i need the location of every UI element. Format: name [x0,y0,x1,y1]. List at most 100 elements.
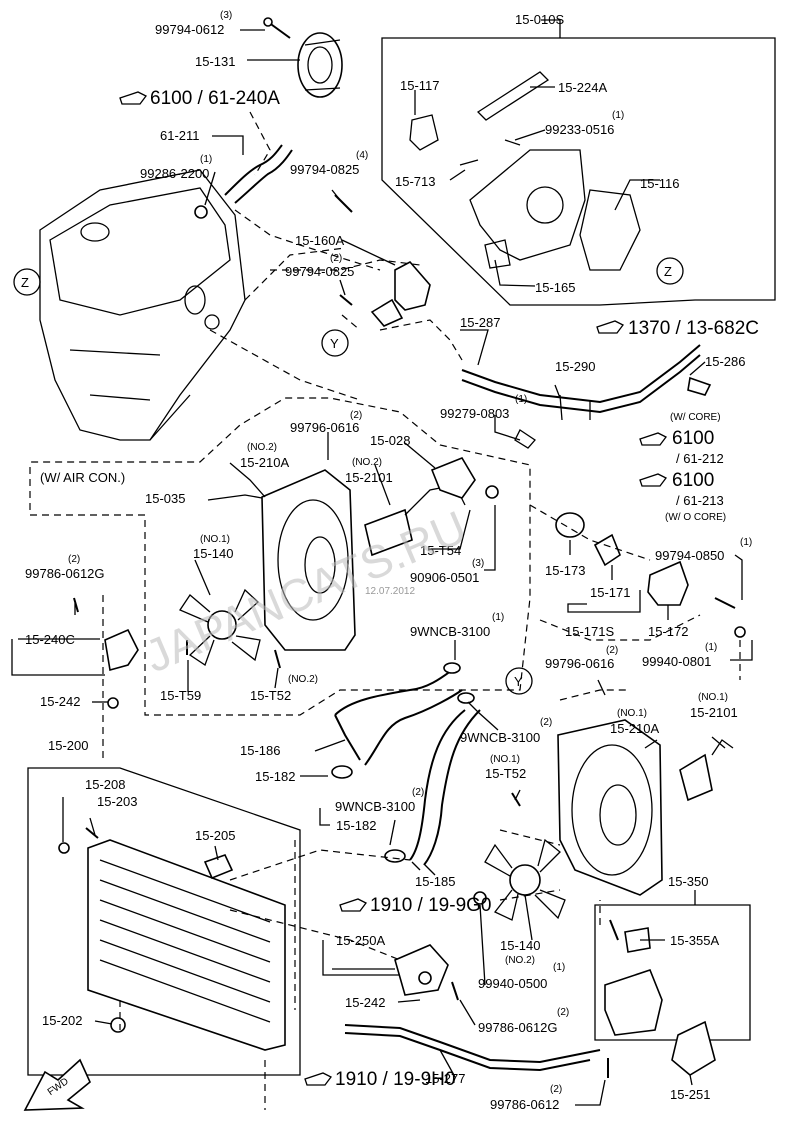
part-labels: (3) 99794-0612 15-131 6100 / 61-240A 61-… [25,10,759,1112]
part-number-label: 99286-2200 [140,166,209,181]
part-number-label: 15-210A [240,455,289,470]
part-number-label: 99794-0825 [285,264,354,279]
note-label: (NO.1) [698,692,728,703]
qty-label: (3) [220,10,232,21]
part-number-label: 15-171S [565,624,614,639]
qty-label: (1) [515,394,527,405]
part-number-label: 99794-0612 [155,22,224,37]
part-number-label: 15-240C [25,632,75,647]
part-number-label: 15-186 [240,743,280,758]
part-number-label: 15-250A [336,933,385,948]
part-number-label: 15-2101 [690,705,738,720]
thermostat-parts [555,512,746,638]
hand-icon-1370 [596,320,624,334]
fwd-arrow: FWD [23,1058,91,1111]
note-label: (W/ AIR CON.) [40,470,125,485]
ref-link-label: 1910 / 19-9G0 [370,895,491,916]
svg-text:Z: Z [664,264,672,279]
ref-circle-z-right: Z [656,257,684,285]
part-number-label: 15-035 [145,491,185,506]
qty-label: (1) [200,154,212,165]
part-number-label: 15-140 [193,546,233,561]
part-number-label: 99796-0616 [545,656,614,671]
part-number-label: 15-140 [500,938,540,953]
part-number-label: 15-165 [535,280,575,295]
water-pump-pulley [297,32,343,98]
reservoir-box [594,904,751,1041]
fan-shroud-no1 [557,719,663,896]
part-number-label: 99786-0612G [25,566,105,581]
water-pipe [461,344,712,449]
ref-circle-y-mid: Y [505,667,533,695]
part-number-label: 15-355A [670,933,719,948]
hand-icon-6100-b [639,473,667,487]
part-number-label: 99796-0616 [290,420,359,435]
bracket-15-251 [607,1020,716,1078]
part-number-label: 15-T52 [250,688,291,703]
part-number-label: 15-200 [48,738,88,753]
qty-label: (1) [740,537,752,548]
note-label: (NO.2) [505,955,535,966]
qty-label: (1) [705,642,717,653]
part-number-label: 99279-0803 [440,406,509,421]
fan-motor-no2 [364,457,499,557]
ref-z-text: Z [21,275,29,290]
part-number-label: 15-T59 [160,688,201,703]
part-number-label: 99940-0801 [642,654,711,669]
qty-label: (2) [557,1007,569,1018]
hand-icon-6100-a [639,432,667,446]
radiator [58,827,286,1051]
part-number-label: 15-182 [336,818,376,833]
part-number-label: 61-211 [160,128,200,143]
part-number-label: 99794-0825 [290,162,359,177]
ref-link-label: 1910 / 19-9H0 [335,1069,455,1090]
qty-label: (3) [472,558,484,569]
overflow-hose [344,1024,601,1072]
qty-label: (1) [553,962,565,973]
fan-blade-no2 [473,792,566,921]
part-number-label: 15-210A [610,721,659,736]
part-number-label: 15-290 [555,359,595,374]
ref-circle-y-top: Y [321,329,349,357]
qty-label: (2) [330,253,342,264]
note-label: (NO.1) [617,708,647,719]
note-label: (NO.2) [247,442,277,453]
ref-link-label: 6100 [672,428,714,449]
radiator-hose-lower [409,709,481,866]
qty-label: (2) [412,787,424,798]
svg-text:Y: Y [330,336,339,351]
radiator-hose-upper [334,667,463,766]
note-label: (NO.2) [352,457,382,468]
part-number-label: 15-116 [640,176,680,191]
hose-clamps [331,662,475,863]
ref-link-label: 6100 / 61-240A [150,88,280,109]
note-label: (NO.1) [200,534,230,545]
air-con-region [29,397,531,716]
part-number-label: 15-173 [545,563,585,578]
part-number-label: 15-010S [515,12,564,27]
part-number-label: 99794-0850 [655,548,724,563]
qty-label: (1) [492,612,504,623]
hand-icon-1910-a [339,898,367,912]
part-number-label: 15-131 [195,54,235,69]
part-number-label: 15-242 [40,694,80,709]
part-number-label: 15-T54 [420,543,461,558]
part-number-label: 15-350 [668,874,708,889]
part-number-label: 15-286 [705,354,745,369]
part-number-label: 15-182 [255,769,295,784]
part-number-label: 15-028 [370,433,410,448]
part-number-label: 15-205 [195,828,235,843]
ref-circle-z-left: Z [13,268,41,296]
hand-icon-1910-b [304,1072,332,1086]
bracket-left [73,597,139,709]
fan-shroud-no2 [261,469,356,651]
qty-label: (4) [356,150,368,161]
part-number-label: 15-242 [345,995,385,1010]
part-number-label: 15-185 [415,874,455,889]
qty-label: (2) [606,645,618,656]
part-number-label: 15-713 [395,174,435,189]
part-number-label: 99786-0612G [478,1020,558,1035]
qty-label: (1) [612,110,624,121]
part-number-label: 9WNCB-3100 [335,799,415,814]
part-number-label: 15-287 [460,315,500,330]
